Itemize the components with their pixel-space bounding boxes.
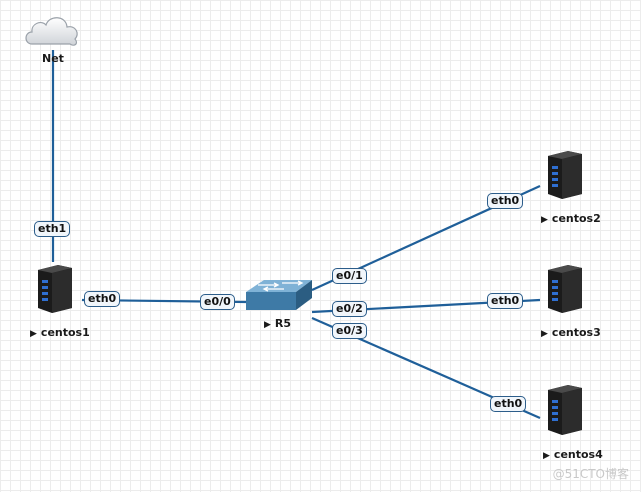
node-centos4[interactable]: ▶centos4 (543, 382, 624, 464)
node-centos2[interactable]: ▶centos2 (541, 148, 624, 228)
iface-r5-e01: e0/1 (332, 268, 367, 284)
node-centos1-name: centos1 (40, 326, 90, 339)
watermark: @51CTO博客 (552, 467, 629, 481)
server-icon (548, 151, 582, 199)
play-icon[interactable]: ▶ (541, 329, 548, 339)
iface-centos1-eth0: eth0 (84, 291, 121, 307)
iface-net-eth1: eth1 (34, 221, 71, 237)
node-centos3-label: ▶centos3 (541, 326, 601, 339)
node-centos3-name: centos3 (551, 326, 601, 339)
iface-centos3-eth0: eth0 (487, 293, 524, 309)
server-icon (38, 265, 72, 313)
iface-r5-e03: e0/3 (332, 323, 367, 339)
iface-r5-e02: e0/2 (332, 301, 367, 317)
iface-r5-e00: e0/0 (200, 294, 235, 310)
node-r5-label: ▶R5 (264, 317, 291, 330)
server-icon (548, 265, 582, 313)
node-centos4-name: centos4 (553, 448, 603, 461)
node-net[interactable]: Net (22, 10, 84, 70)
node-centos1[interactable]: ▶centos1 (30, 262, 114, 342)
node-centos4-label: ▶centos4 (543, 448, 603, 461)
iface-centos4-eth0: eth0 (490, 396, 527, 412)
iface-centos2-eth0: eth0 (487, 193, 524, 209)
node-r5[interactable]: ▶R5 (244, 278, 314, 330)
play-icon[interactable]: ▶ (541, 215, 548, 225)
node-centos2-label: ▶centos2 (541, 212, 601, 225)
node-centos2-name: centos2 (551, 212, 601, 225)
play-icon[interactable]: ▶ (543, 451, 550, 461)
node-net-label: Net (42, 52, 64, 65)
cloud-icon (25, 17, 78, 46)
switch-icon (246, 280, 312, 310)
node-r5-name: R5 (274, 317, 292, 330)
node-centos3[interactable]: ▶centos3 (541, 262, 624, 342)
play-icon[interactable]: ▶ (264, 320, 271, 330)
node-centos1-label: ▶centos1 (30, 326, 90, 339)
server-icon (548, 385, 582, 435)
play-icon[interactable]: ▶ (30, 329, 37, 339)
